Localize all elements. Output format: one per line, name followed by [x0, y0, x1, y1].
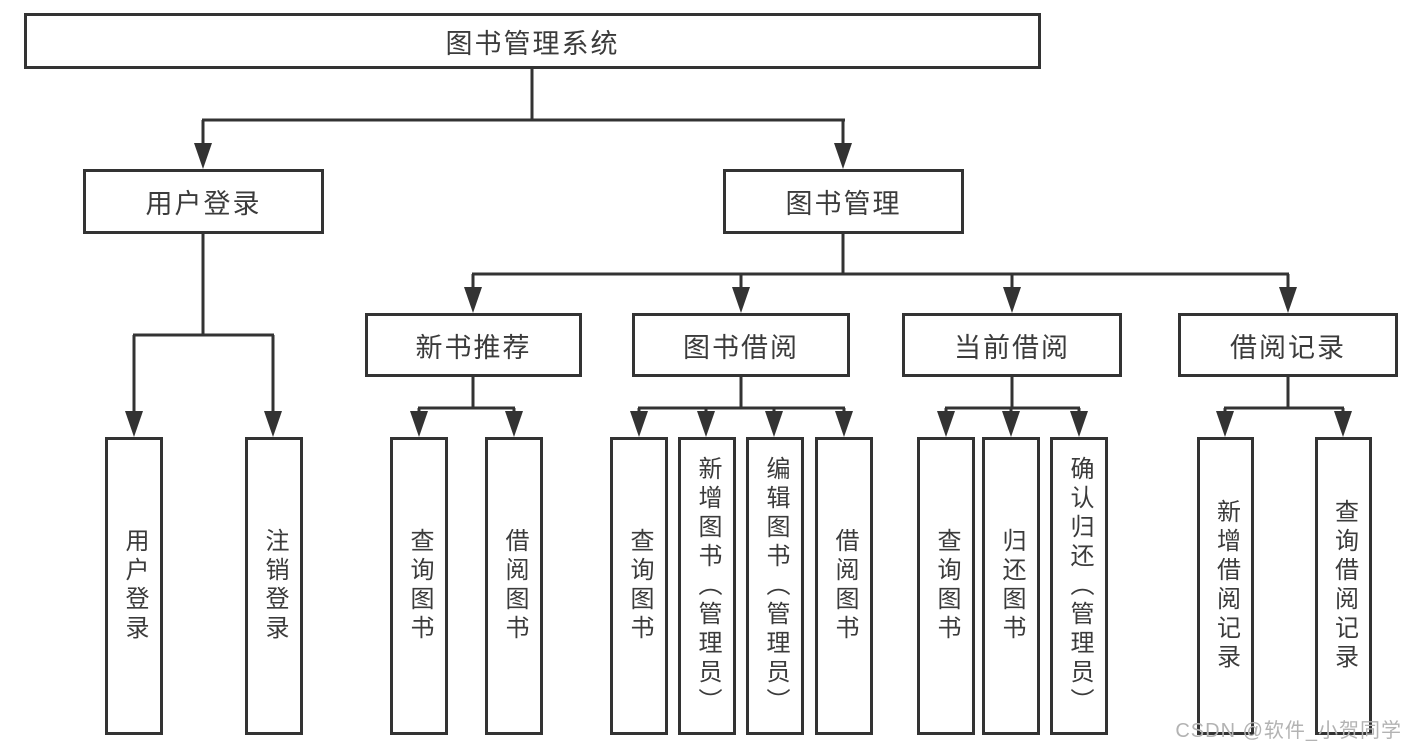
- node-borrow-books-1: 借阅图书: [485, 437, 543, 735]
- node-logout-label: 注销登录: [261, 528, 288, 644]
- node-add-book-admin-label: 新增图书（管理员）: [694, 455, 721, 717]
- node-book-borrow: 图书借阅: [632, 313, 850, 377]
- node-add-borrow-record: 新增借阅记录: [1197, 437, 1254, 735]
- node-user-login: 用户登录: [83, 169, 324, 234]
- node-login-label: 用户登录: [121, 528, 148, 644]
- node-query-books-2: 查询图书: [610, 437, 668, 735]
- node-query-books-3: 查询图书: [917, 437, 975, 735]
- node-book-management: 图书管理: [723, 169, 964, 234]
- node-confirm-return-admin-label: 确认归还（管理员）: [1066, 455, 1093, 717]
- node-current-borrow: 当前借阅: [902, 313, 1122, 377]
- node-borrow-books-2: 借阅图书: [815, 437, 873, 735]
- node-borrow-books-1-label: 借阅图书: [501, 528, 528, 644]
- node-query-borrow-record: 查询借阅记录: [1315, 437, 1372, 735]
- node-book-management-label: 图书管理: [785, 189, 902, 219]
- node-logout: 注销登录: [245, 437, 303, 735]
- node-borrow-books-2-label: 借阅图书: [831, 528, 858, 644]
- node-login: 用户登录: [105, 437, 163, 735]
- node-user-login-label: 用户登录: [145, 189, 262, 219]
- node-book-borrow-label: 图书借阅: [683, 332, 799, 363]
- node-edit-book-admin-label: 编辑图书（管理员）: [762, 455, 789, 717]
- node-query-books-1: 查询图书: [390, 437, 448, 735]
- node-query-books-2-label: 查询图书: [626, 528, 653, 644]
- arrowheads: [125, 143, 1352, 437]
- node-query-books-1-label: 查询图书: [406, 528, 433, 644]
- node-borrow-records-label: 借阅记录: [1230, 332, 1346, 363]
- node-borrow-records: 借阅记录: [1178, 313, 1398, 377]
- node-return-books-label: 归还图书: [998, 528, 1025, 644]
- node-new-book-recommend-label: 新书推荐: [415, 332, 532, 363]
- node-add-borrow-record-label: 新增借阅记录: [1212, 499, 1240, 673]
- node-library-system: 图书管理系统: [24, 13, 1041, 69]
- node-add-book-admin: 新增图书（管理员）: [678, 437, 736, 735]
- node-library-system-label: 图书管理系统: [445, 28, 620, 59]
- node-confirm-return-admin: 确认归还（管理员）: [1050, 437, 1108, 735]
- node-query-books-3-label: 查询图书: [933, 528, 960, 644]
- node-return-books: 归还图书: [982, 437, 1040, 735]
- node-query-borrow-record-label: 查询借阅记录: [1330, 499, 1358, 673]
- node-new-book-recommend: 新书推荐: [365, 313, 582, 377]
- node-edit-book-admin: 编辑图书（管理员）: [746, 437, 804, 735]
- csdn-watermark: CSDN @软件_小贺同学: [1175, 720, 1402, 742]
- node-current-borrow-label: 当前借阅: [954, 332, 1070, 363]
